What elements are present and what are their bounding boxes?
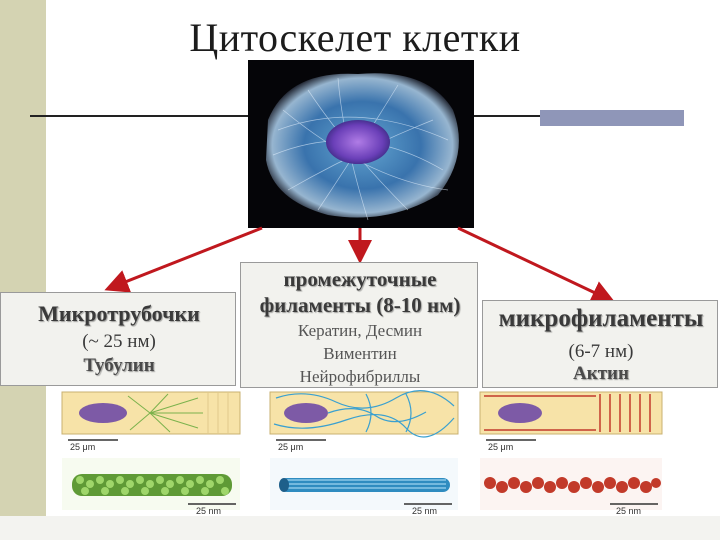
- intermediate-filaments-box: промежуточные филаменты (8-10 нм) Керати…: [240, 262, 478, 388]
- neurofibrils-label: Нейрофибриллы: [300, 367, 421, 387]
- arrow-right: [458, 228, 610, 300]
- actin-diagram: 25 μm 25 nm: [476, 388, 666, 516]
- microtubule-diagram: 25 μm 25 nm: [58, 388, 244, 516]
- microfilaments-label: микрофиламенты: [499, 305, 704, 333]
- microtubules-size: (~ 25 нм): [82, 331, 156, 353]
- microfilaments-size: (6-7 нм): [569, 341, 634, 363]
- scale-label-um-middle: 25 μm: [278, 442, 303, 452]
- scale-label-um-right: 25 μm: [488, 442, 513, 452]
- microfilaments-box: микрофиламенты (6-7 нм) Актин: [482, 300, 718, 388]
- actin-label: Актин: [573, 363, 629, 385]
- intermediate-filament-diagram: 25 μm 25 nm: [266, 388, 462, 516]
- tubulin-label: Тубулин: [83, 355, 154, 377]
- vimentin-label: Виментин: [323, 344, 396, 364]
- intermediate-label-line2: филаменты (8-10 нм): [260, 293, 461, 318]
- actin-illustration: 25 μm 25 nm: [476, 388, 666, 516]
- intermediate-filament: [279, 478, 450, 492]
- intermediate-label-line1: промежуточные: [284, 267, 437, 292]
- scale-label-nm-left: 25 nm: [196, 506, 221, 516]
- intermediate-filament-illustration: 25 μm 25 nm: [266, 388, 462, 516]
- keratin-desmin-label: Кератин, Десмин: [298, 321, 422, 341]
- scale-label-nm-right: 25 nm: [616, 506, 641, 516]
- microtubule-illustration: 25 μm 25 nm: [58, 388, 244, 516]
- microtubules-box: Микротрубочки (~ 25 нм) Тубулин: [0, 292, 236, 386]
- microtubules-label: Микротрубочки: [38, 301, 200, 327]
- tubulin-filament: [72, 474, 232, 496]
- scale-label-nm-middle: 25 nm: [412, 506, 437, 516]
- scale-label-um-left: 25 μm: [70, 442, 95, 452]
